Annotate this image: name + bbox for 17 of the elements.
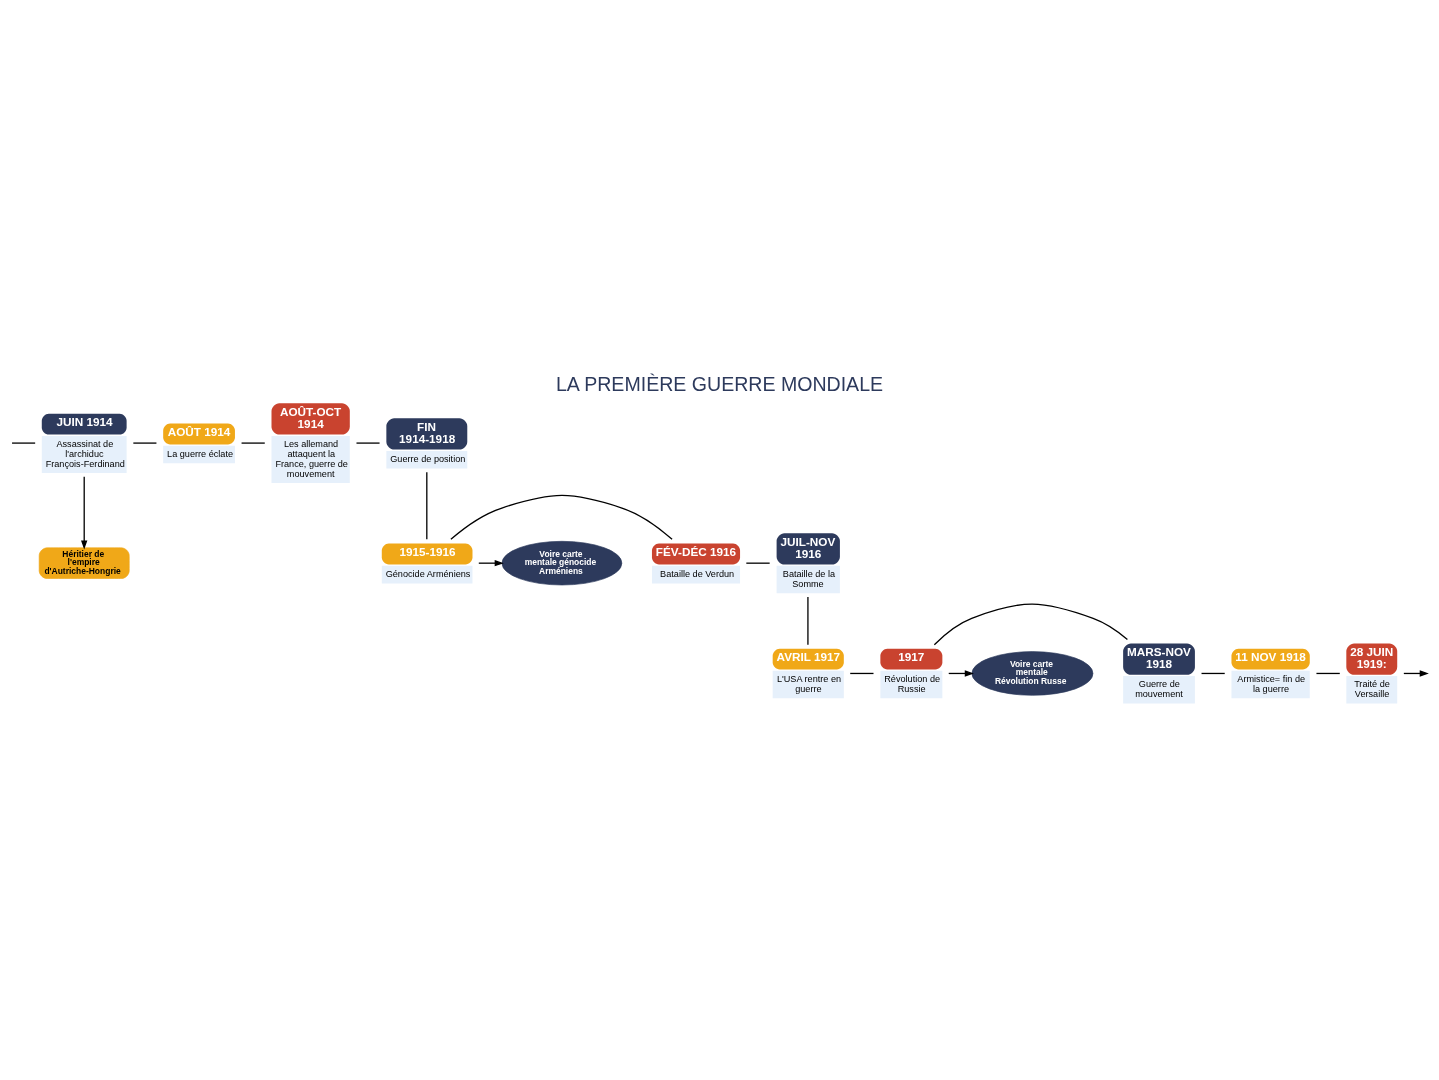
connector bbox=[933, 603, 1129, 646]
connector bbox=[450, 494, 673, 540]
connector bbox=[11, 442, 36, 444]
diagram-title: LA PREMIÈRE GUERRE MONDIALE bbox=[555, 372, 884, 395]
node-ellipse: Voire carte mentale Révolution Russe bbox=[971, 651, 1094, 696]
connector bbox=[745, 562, 771, 564]
connector bbox=[240, 442, 266, 444]
node-ellipse: Voire carte mentale génocide Arméniens bbox=[501, 541, 623, 586]
arrow bbox=[81, 476, 88, 550]
node-box: Héritier de l'empire d'Autriche-Hongrie bbox=[38, 547, 130, 579]
connector bbox=[355, 442, 381, 444]
connector bbox=[426, 471, 428, 540]
connector bbox=[1200, 672, 1226, 675]
connector bbox=[1315, 672, 1341, 675]
connector bbox=[132, 442, 158, 444]
connector bbox=[849, 672, 875, 675]
connector bbox=[807, 596, 809, 646]
